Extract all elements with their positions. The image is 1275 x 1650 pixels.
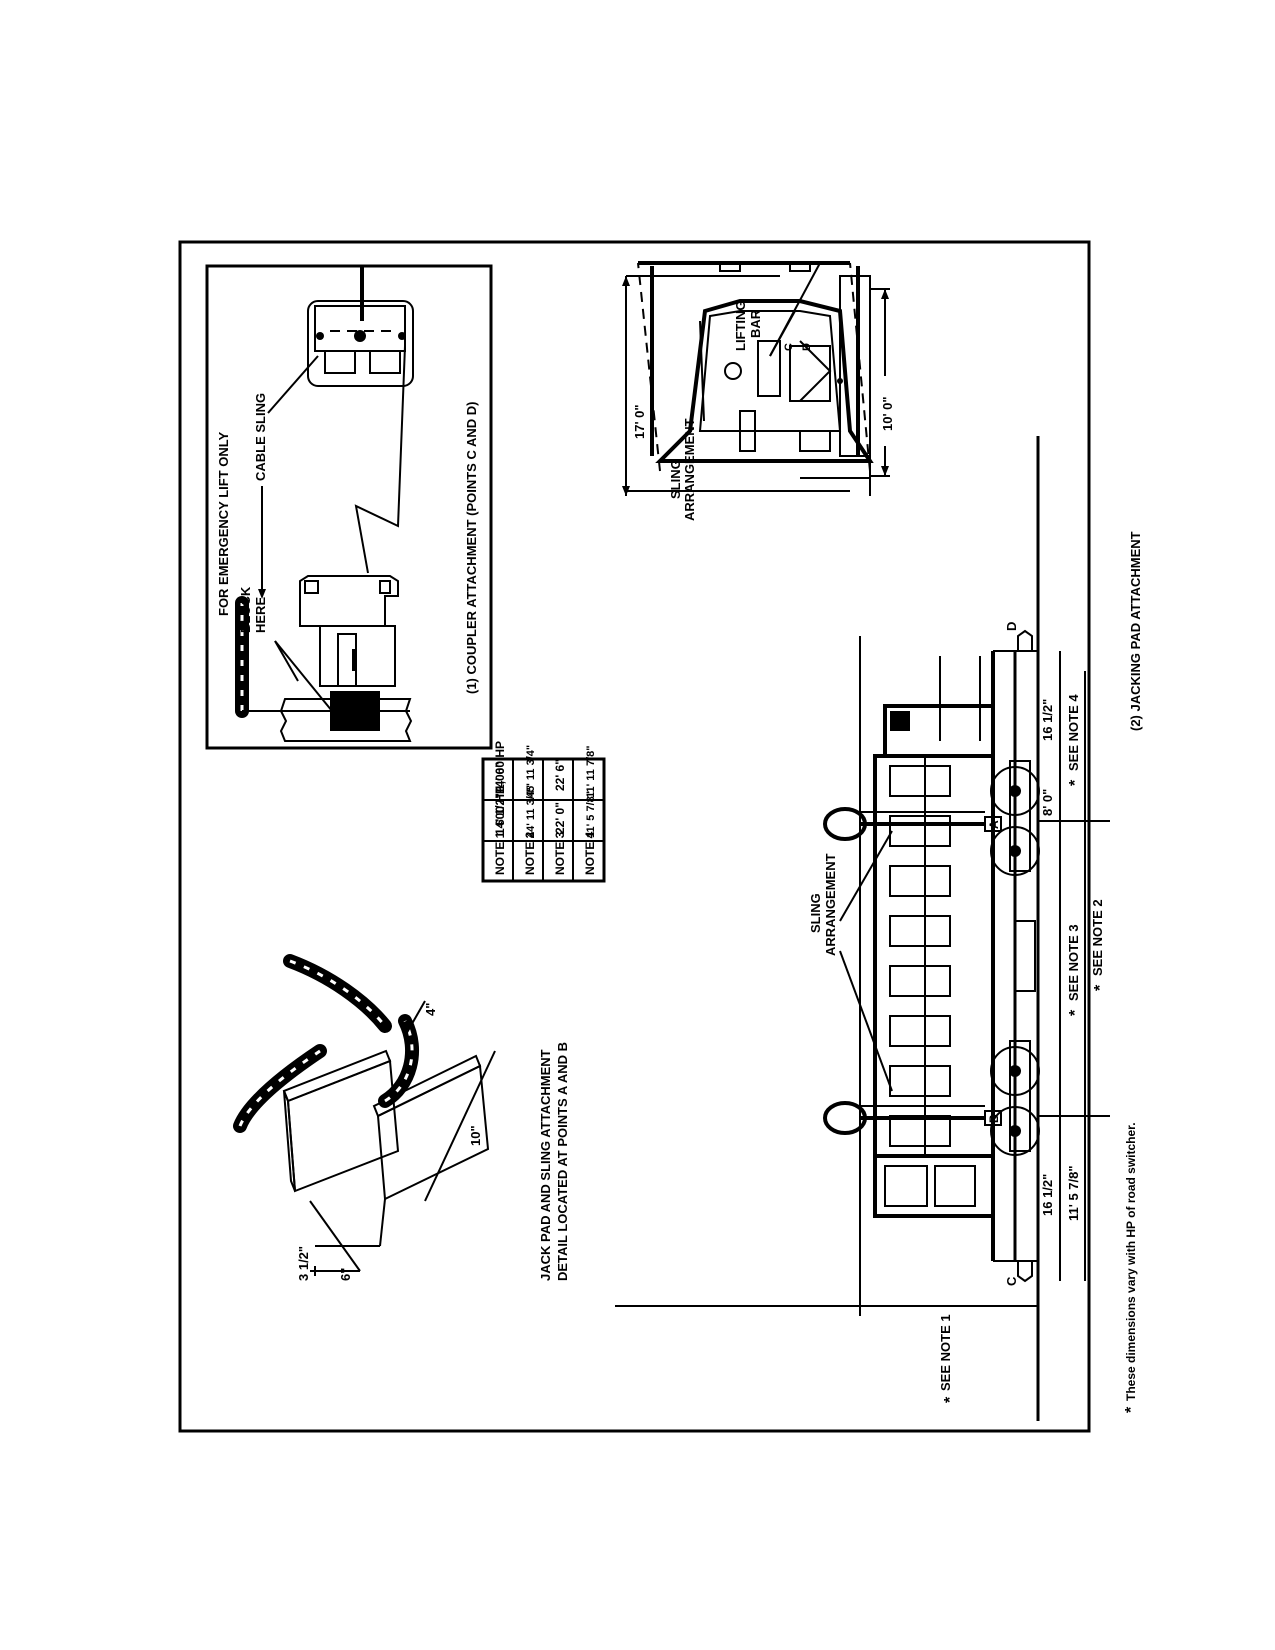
jack-pad-dim-4in: 4" [423, 1003, 438, 1016]
block-here-arrow-2 [274, 640, 333, 712]
table-row-note3-label: NOTE 3 [553, 831, 567, 875]
end-view-point-c: C [783, 343, 795, 351]
dim-11-5-7-8: 11' 5 7/8" [1066, 1165, 1081, 1221]
table-row-note4-600: 11' 5 7/8" [585, 791, 597, 838]
end-view-width-label: 10' 0" [880, 396, 895, 431]
panel1-border [205, 264, 493, 750]
point-a-label: A [987, 820, 1001, 829]
table-header-600hp: 600 HP [493, 786, 507, 826]
table-row-note1-label: NOTE 1 [493, 831, 507, 875]
footnote: These dimensions vary with HP of road sw… [1124, 1122, 1138, 1401]
asterisk-note-4: * [1067, 779, 1084, 786]
jack-pad-dim-3half: 3 1/2" [296, 1246, 311, 1281]
dim-16-half-left: 16 1/2" [1040, 1174, 1055, 1216]
table-row-note3-1000: 22' 6" [553, 759, 567, 791]
see-note-3: SEE NOTE 3 [1066, 924, 1081, 1001]
end-view-locomotive: 17' 0" [622, 261, 895, 521]
panel2-caption: (2) JACKING PAD ATTACHMENT [1128, 531, 1143, 731]
see-note-2: SEE NOTE 2 [1090, 899, 1105, 976]
block-here-label: BLOCK HERE [238, 583, 268, 633]
mini-loco-end-view [307, 266, 414, 387]
side-view-sling-arrangement: SLING ARRANGEMENT [808, 853, 838, 956]
point-d-label: D [1004, 622, 1019, 631]
zigzag-pointer [354, 345, 406, 574]
table-row-note1-1000: 14' 6" [493, 762, 507, 794]
rotated-drawing: BLOCK HERE FOR EMERGENCY LIFT ONLY CABLE… [205, 261, 1143, 1421]
jack-pad-detail: 4" 10" 3 1/2" 6" JACK PAD AND SLING ATTA… [233, 954, 570, 1281]
table-row-note2-1000: 45' 11 3/4" [525, 745, 537, 798]
jack-pad-dim-6in: 6" [338, 1268, 353, 1281]
end-view-point-d: D [801, 343, 813, 351]
coupler-attachment-panel: BLOCK HERE FOR EMERGENCY LIFT ONLY CABLE… [205, 264, 493, 750]
dim-16-half-right: 16 1/2" [1040, 699, 1055, 741]
truck-right [990, 760, 1040, 876]
point-b-label: B [987, 1114, 1001, 1123]
sling-right [823, 807, 985, 841]
jack-pad-title: JACK PAD AND SLING ATTACHMENT DETAIL LOC… [538, 1042, 570, 1281]
end-view-sling-arrangement: SLING ARRANGEMENT [668, 418, 697, 521]
table-row-note4-label: NOTE 4 [583, 831, 597, 875]
asterisk-note-3: * [1067, 1009, 1084, 1016]
panel1-heading: FOR EMERGENCY LIFT ONLY [216, 431, 231, 616]
coupler-c [1017, 1261, 1033, 1283]
asterisk-note-1: * [942, 1396, 959, 1403]
lifting-bar-label: LIFTING BAR [733, 297, 763, 351]
table-row-note4-1000: 11' 11 7/8" [585, 746, 597, 799]
asterisk-footnote: * [1123, 1406, 1140, 1413]
see-note-1: SEE NOTE 1 [938, 1314, 953, 1391]
table-row-note3-600: 22' 0" [553, 802, 567, 834]
coupler-d [1017, 629, 1033, 651]
sling-left [823, 1101, 985, 1135]
panel1-caption: (1) COUPLER ATTACHMENT (POINTS C AND D) [464, 402, 479, 694]
block-here-arrow-1 [274, 640, 299, 682]
end-view-height-label: 17' 0" [632, 404, 647, 439]
outer-frame [178, 240, 1091, 1433]
table-header-1000hp: 1,000 HP [493, 741, 507, 791]
coupler-block-detail: BLOCK HERE [235, 575, 413, 742]
truck-left [990, 1040, 1040, 1156]
dim-8-0: 8' 0" [1040, 789, 1055, 816]
point-c-label: C [1004, 1276, 1019, 1286]
see-note-4: SEE NOTE 4 [1066, 694, 1081, 771]
table-row-note1-600: 14' 1/2" [493, 793, 507, 835]
side-view-locomotive: C D B A [615, 436, 1143, 1421]
table-row-note2-600: 44' 11 3/4" [525, 785, 537, 838]
asterisk-note-2: * [1092, 984, 1109, 991]
table-row-note2-label: NOTE 2 [523, 831, 537, 875]
cable-sling-label: CABLE SLING [253, 393, 268, 481]
jack-pad-dim-10in: 10" [468, 1125, 483, 1146]
note-table: 600 HP 1,000 HP NOTE 1 14' 1/2" 14' 6" N… [481, 741, 606, 883]
